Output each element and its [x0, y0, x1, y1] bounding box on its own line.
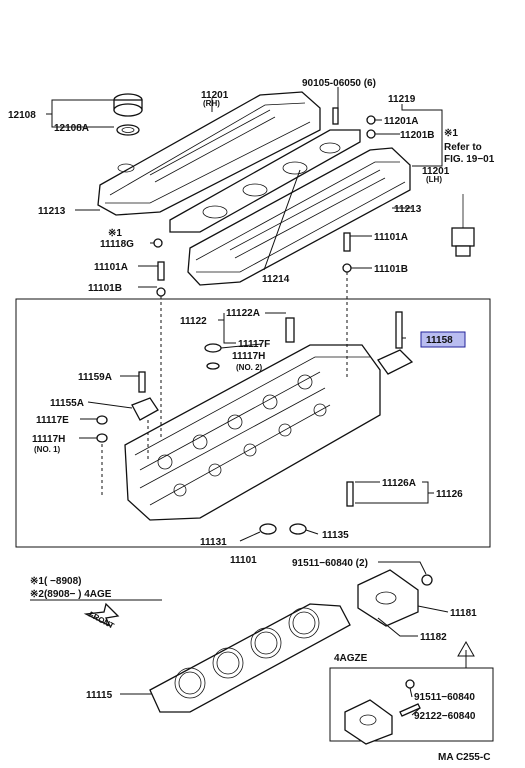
label-11118g: 11118G	[100, 239, 134, 250]
oil-filler-cap	[113, 93, 143, 136]
leader-lines	[46, 87, 449, 716]
label-92122-60840: 92122−60840	[414, 711, 476, 722]
label-11117f: 11117F	[238, 339, 270, 350]
label-11213-left: 11213	[38, 206, 66, 217]
label-11101b-left: 11101B	[88, 283, 122, 294]
wire-connector	[451, 194, 475, 257]
cylinder-head-frame	[15, 298, 491, 548]
cylinder-head-gasket	[149, 603, 351, 713]
head-small-parts	[96, 311, 414, 535]
label-91511-60840-2: 91511−60840 (2)	[292, 558, 368, 569]
label-11126a: 11126A	[382, 478, 416, 489]
legend-line-2: ※2(8908− ) 4AGE	[30, 589, 112, 600]
label-12108: 12108	[8, 110, 36, 121]
label-12108a: 12108A	[54, 123, 89, 134]
label-11117h-2-sub: (NO. 2)	[236, 363, 263, 372]
cylinder-head	[124, 344, 381, 521]
cylinder-head-cover-rh	[97, 91, 321, 216]
label-11115: 11115	[86, 690, 113, 701]
diagram-code: MA C255-C	[438, 752, 490, 763]
label-11201b: 11201B	[400, 130, 434, 141]
label-11117e: 11117E	[36, 415, 69, 426]
label-11101: 11101	[230, 555, 257, 566]
label-11117h-1-sub: (NO. 1)	[34, 445, 61, 454]
label-11201-mid: 11201	[422, 166, 450, 177]
label-11201-top: 11201	[201, 90, 229, 101]
label-star1-right: ※1	[444, 128, 458, 139]
label-11135: 11135	[322, 530, 349, 541]
label-11122: 11122	[180, 316, 207, 327]
label-11117h-2: 11117H	[232, 351, 265, 362]
label-91511-60840: 91511−60840	[414, 692, 475, 703]
cylinder-head-cover-lh	[187, 147, 411, 286]
label-4agze: 4AGZE	[334, 653, 368, 664]
label-11101a-left: 11101A	[94, 262, 128, 273]
label-11117h-1: 11117H	[32, 434, 65, 445]
label-11213-right: 11213	[394, 204, 422, 215]
label-11155a: 11155A	[50, 398, 84, 409]
label-11126: 11126	[436, 489, 463, 500]
label-11201-top-sub: (RH)	[203, 99, 220, 108]
label-11214: 11214	[262, 274, 290, 285]
highlight-11158	[420, 331, 466, 348]
label-11201a: 11201A	[384, 116, 418, 127]
inset-arrow	[457, 640, 475, 668]
dashed-guides	[101, 272, 348, 498]
front-arrow	[83, 602, 120, 628]
spark-plug-cover-plate	[169, 129, 361, 233]
label-11101a-right: 11101A	[374, 232, 408, 243]
water-outlet	[357, 569, 433, 627]
legend-line-1: ※1( −8908)	[30, 576, 81, 587]
label-11131: 11131	[200, 537, 227, 548]
label-11219: 11219	[388, 94, 416, 105]
label-refer-fig: FIG. 19−01	[444, 154, 495, 165]
4agze-water-outlet	[344, 679, 421, 745]
4agze-inset-frame	[329, 667, 494, 742]
label-11182: 11182	[420, 632, 447, 643]
label-11122a: 11122A	[226, 308, 260, 319]
label-11158: 11158	[426, 335, 453, 346]
label-11159a: 11159A	[78, 372, 112, 383]
label-11101b-right: 11101B	[374, 264, 408, 275]
label-11181: 11181	[450, 608, 477, 619]
label-star1-left: ※1	[108, 228, 122, 239]
label-90105: 90105-06050 (6)	[302, 78, 376, 89]
label-11201-mid-sub: (LH)	[426, 175, 442, 184]
label-refer-to: Refer to	[444, 142, 482, 153]
